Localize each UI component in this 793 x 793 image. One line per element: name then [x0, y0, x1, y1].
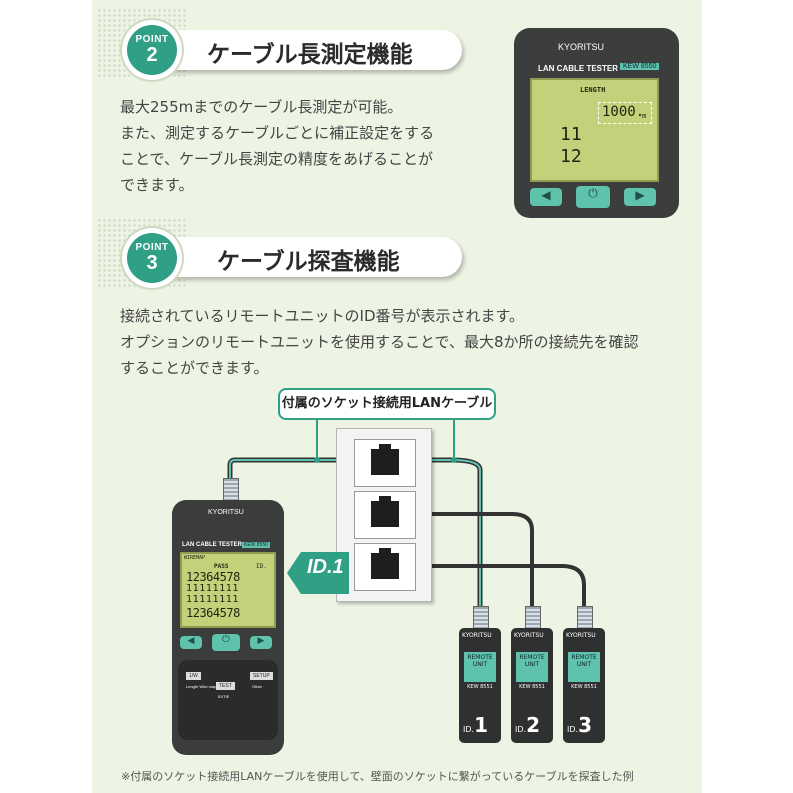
remote-unit-3: KYORITSU REMOTE UNIT KEW 8551 ID.3: [563, 628, 605, 743]
right-arrow-button: ▶: [624, 188, 656, 206]
model-number: KEW 8550: [242, 542, 270, 548]
id-tag-arrow: [287, 552, 349, 594]
remote-id-number: 1: [474, 713, 488, 737]
remote-model: KEW 8551: [467, 684, 493, 690]
remote-id-prefix: ID.: [515, 725, 527, 734]
left-arrow-button: ◀: [180, 636, 202, 649]
lcd-highlight-box: [598, 102, 652, 124]
cable-tester-main: KYORITSU LAN CABLE TESTER KEW 8550 WIREM…: [172, 500, 284, 755]
lcd-unit: m: [642, 112, 647, 120]
badge-number: 2: [146, 44, 158, 66]
power-button: ⏻: [576, 186, 610, 208]
key-test: TEST: [216, 682, 235, 690]
brand-logo: KYORITSU: [558, 42, 605, 52]
rj45-port: [371, 548, 399, 579]
remote-id-prefix: ID.: [463, 725, 475, 734]
wall-socket-panel: [336, 428, 432, 602]
model-label: LAN CABLE TESTER: [538, 64, 618, 73]
key-setup: SETUP: [250, 672, 273, 680]
right-arrow-button: ▶: [250, 636, 272, 649]
socket-1: [354, 439, 416, 487]
section-2-line: ことで、ケーブル長測定の精度をあげることが: [120, 150, 434, 168]
lcd-digits-a: 11: [560, 124, 582, 145]
footnote: ※付属のソケット接続用LANケーブルを使用して、壁面のソケットに繋がっているケー…: [121, 770, 634, 783]
remote-id-prefix: ID.: [567, 725, 579, 734]
section-3-banner: ケーブル探査機能: [147, 237, 462, 277]
cable-to-remote-2: [392, 512, 534, 612]
section-3-description: 接続されているリモートユニットのID番号が表示されます。 オプションのリモートユ…: [120, 303, 639, 381]
remote-screen: REMOTE UNIT: [516, 652, 548, 682]
lan-cable-callout: 付属のソケット接続用LANケーブル: [278, 388, 496, 420]
remote-id-number: 2: [526, 713, 540, 737]
remote-screen: REMOTE UNIT: [568, 652, 600, 682]
id-tag-label: ID.1: [307, 556, 344, 578]
rj45-port: [371, 496, 399, 527]
section-3-line: オプションのリモートユニットを使用することで、最大8か所の接続先を確認: [120, 333, 639, 351]
remote-id-number: 3: [578, 713, 592, 737]
section-3-title: ケーブル探査機能: [217, 249, 400, 275]
lcd-screen: LENGTH 1000. m 11 12: [530, 78, 659, 182]
remote-unit-2: KYORITSU REMOTE UNIT KEW 8551 ID.2: [511, 628, 553, 743]
remote-model: KEW 8551: [519, 684, 545, 690]
brand-logo: KYORITSU: [514, 632, 544, 639]
key-setup-sublabel: Other: [252, 684, 263, 689]
brand-logo: KYORITSU: [566, 632, 596, 639]
badge-number: 3: [146, 252, 158, 274]
key-1w: 1/W: [186, 672, 201, 680]
point-2-badge: POINT 2: [122, 20, 182, 80]
lcd-id-label: ID.: [256, 563, 267, 570]
lcd-row-4: 12364578: [186, 606, 240, 620]
badge-point-label: POINT: [135, 242, 169, 253]
section-2-description: 最大255mまでのケーブル長測定が可能。 また、測定するケーブルごとに補正設定を…: [120, 94, 434, 198]
socket-3: [354, 543, 416, 591]
lcd-row-3: 11111111: [186, 594, 239, 605]
section-2-line: 最大255mまでのケーブル長測定が可能。: [120, 98, 403, 116]
badge-point-label: POINT: [135, 34, 169, 45]
cable-to-remote-3: [392, 564, 586, 612]
brand-logo: KYORITSU: [208, 509, 244, 516]
lcd-pass-label: PASS: [214, 563, 229, 570]
section-2-title: ケーブル長測定機能: [207, 42, 413, 68]
product-feature-panel: ケーブル長測定機能 POINT 2 最大255mまでのケーブル長測定が可能。 ま…: [92, 0, 702, 793]
point-3-badge: POINT 3: [122, 228, 182, 288]
lcd-row-2: 11111111: [186, 583, 239, 594]
section-2-line: できます。: [120, 176, 194, 194]
keypad-area: 1/W TEST SETUP Length Wire map ID/TIE Ot…: [178, 660, 278, 740]
section-3-line: することができます。: [120, 359, 269, 377]
lcd-screen: WIREMAP PASS ID. 12364578 11111111 11111…: [180, 552, 276, 628]
brand-logo: KYORITSU: [462, 632, 492, 639]
remote-model: KEW 8551: [571, 684, 597, 690]
rj45-port: [371, 444, 399, 475]
lcd-wiremap-label: WIREMAP: [184, 555, 206, 561]
model-label: LAN CABLE TESTER: [182, 542, 242, 548]
socket-2: [354, 491, 416, 539]
section-3-line: 接続されているリモートユニットのID番号が表示されます。: [120, 307, 525, 325]
model-number: KEW 8550: [620, 63, 660, 70]
lcd-digits-b: 12: [560, 146, 582, 167]
lcd-row-1: 12364578: [186, 570, 240, 584]
section-2-banner: ケーブル長測定機能: [147, 30, 462, 70]
section-2-line: また、測定するケーブルごとに補正設定をする: [120, 124, 435, 142]
lcd-length-value: 1000.: [602, 104, 645, 120]
key-test-sublabel: ID/TIE: [218, 694, 230, 699]
remote-screen: REMOTE UNIT: [464, 652, 496, 682]
lcd-length-label: LENGTH: [580, 86, 606, 94]
cable-tester-closeup: KYORITSU LAN CABLE TESTER KEW 8550 LENGT…: [514, 28, 679, 218]
power-button: ⏻: [212, 634, 240, 651]
left-arrow-button: ◀: [530, 188, 562, 206]
key-1w-sublabel: Length Wire map: [186, 684, 217, 689]
remote-unit-1: KYORITSU REMOTE UNIT KEW 8551 ID.1: [459, 628, 501, 743]
